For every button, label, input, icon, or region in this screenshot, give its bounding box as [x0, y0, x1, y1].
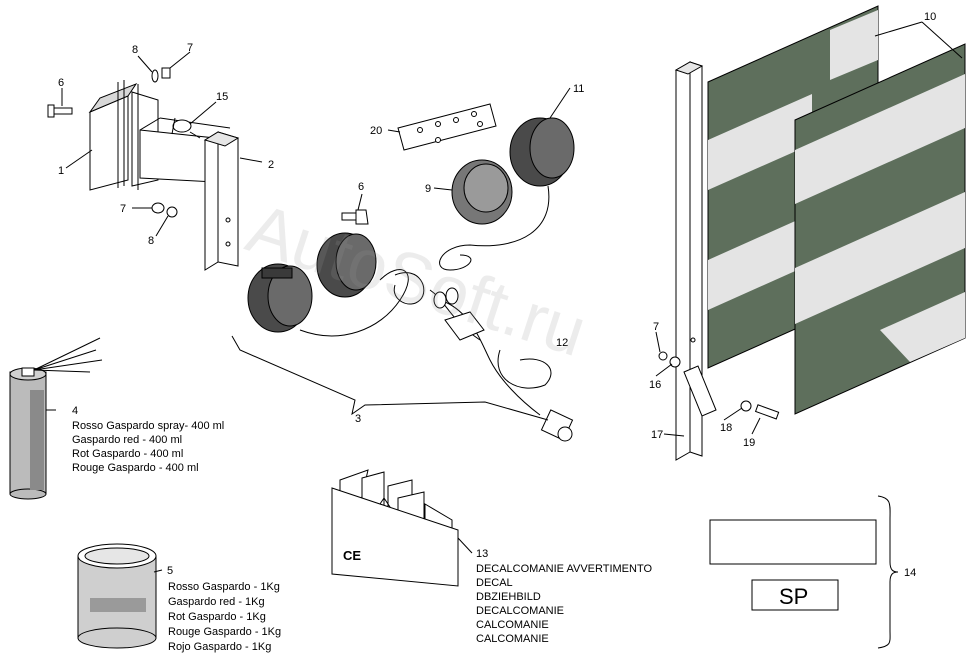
tail-lamp-left [247, 263, 313, 333]
spray-can-part-4 [9, 337, 103, 500]
sp-label: SP [779, 584, 808, 609]
nut-part-7-left [151, 202, 165, 214]
callout-7-left: 7 [120, 203, 126, 215]
callout-8-left: 8 [148, 235, 154, 247]
callout-13: 13 [476, 548, 488, 560]
decal-line: DBZIEHBILD [476, 591, 541, 603]
bolt-part-19 [740, 400, 780, 420]
paint-line: Rojo Gaspardo - 1Kg [168, 641, 271, 653]
spray-line: Rosso Gaspardo spray- 400 ml [72, 420, 224, 432]
callout-11: 11 [573, 83, 584, 95]
callout-2: 2 [268, 159, 274, 171]
callout-7-top: 7 [187, 42, 193, 54]
decal-line: CALCOMANIE [476, 619, 549, 631]
callout-3: 3 [355, 413, 361, 425]
paint-line: Rosso Gaspardo - 1Kg [168, 581, 280, 593]
decal-line: DECAL [476, 577, 513, 589]
spray-line: Rot Gaspardo - 400 ml [72, 448, 183, 460]
upright-post-part-2 [203, 131, 240, 271]
paint-tin-part-5 [77, 543, 157, 649]
nut-part-7-top [161, 67, 171, 79]
callout-10: 10 [924, 11, 936, 23]
paint-line: Rouge Gaspardo - 1Kg [168, 626, 281, 638]
decal-description: DECALCOMANIE AVVERTIMENTO DECAL DBZIEHBI… [476, 563, 652, 645]
sp-plate [751, 579, 839, 611]
callout-1: 1 [58, 165, 64, 177]
tail-lamp-right [316, 232, 377, 298]
callout-9: 9 [425, 183, 431, 195]
callout-20: 20 [370, 125, 382, 137]
callout-6-top: 6 [58, 77, 64, 89]
paint-line: Gaspardo red - 1Kg [168, 596, 265, 608]
bracket-assembly [47, 67, 240, 271]
callout-5: 5 [167, 565, 173, 577]
connector-plug [433, 287, 485, 341]
spray-description: Rosso Gaspardo spray- 400 ml Gaspardo re… [72, 420, 224, 474]
callout-4: 4 [72, 405, 78, 417]
ce-mark: CE [343, 548, 361, 563]
decal-line: DECALCOMANIE [476, 605, 564, 617]
wing-bolt-part-15 [171, 117, 201, 139]
spray-line: Rouge Gaspardo - 400 ml [72, 462, 199, 474]
lamp-part-11 [439, 117, 575, 271]
watermark: AutoSoft.ru [238, 189, 595, 371]
bolt-part-6-lamp [341, 209, 369, 225]
lens-part-9 [451, 159, 513, 225]
callout-18: 18 [720, 422, 732, 434]
callout-15: 15 [216, 91, 228, 103]
plate-assembly-part-14 [709, 495, 899, 649]
bolt-part-6-top [47, 104, 73, 118]
callout-6-lamp: 6 [358, 181, 364, 193]
paint-description: Rosso Gaspardo - 1Kg Gaspardo red - 1Kg … [168, 581, 281, 653]
plate-part-20 [397, 103, 497, 151]
decal-packet-part-13 [331, 469, 459, 587]
callout-19: 19 [743, 437, 755, 449]
decal-line: CALCOMANIE [476, 633, 549, 645]
spray-line: Gaspardo red - 400 ml [72, 434, 182, 446]
callout-8-top: 8 [132, 44, 138, 56]
washer-part-8-left [166, 206, 178, 218]
callout-16: 16 [649, 379, 661, 391]
lamp-harness-part-3 [231, 209, 574, 442]
washer-part-8-top [151, 69, 159, 83]
plug-socket [540, 409, 574, 442]
callout-12: 12 [556, 337, 568, 349]
callout-14: 14 [904, 567, 916, 579]
leader-lines [46, 21, 963, 573]
paint-line: Rot Gaspardo - 1Kg [168, 611, 266, 623]
warning-panel-front [794, 43, 966, 415]
decal-line: DECALCOMANIE AVVERTIMENTO [476, 563, 652, 575]
bracket-part-16 [658, 351, 717, 417]
callout-17: 17 [651, 429, 663, 441]
blank-plate [709, 519, 877, 565]
callout-7-panel: 7 [653, 321, 659, 333]
